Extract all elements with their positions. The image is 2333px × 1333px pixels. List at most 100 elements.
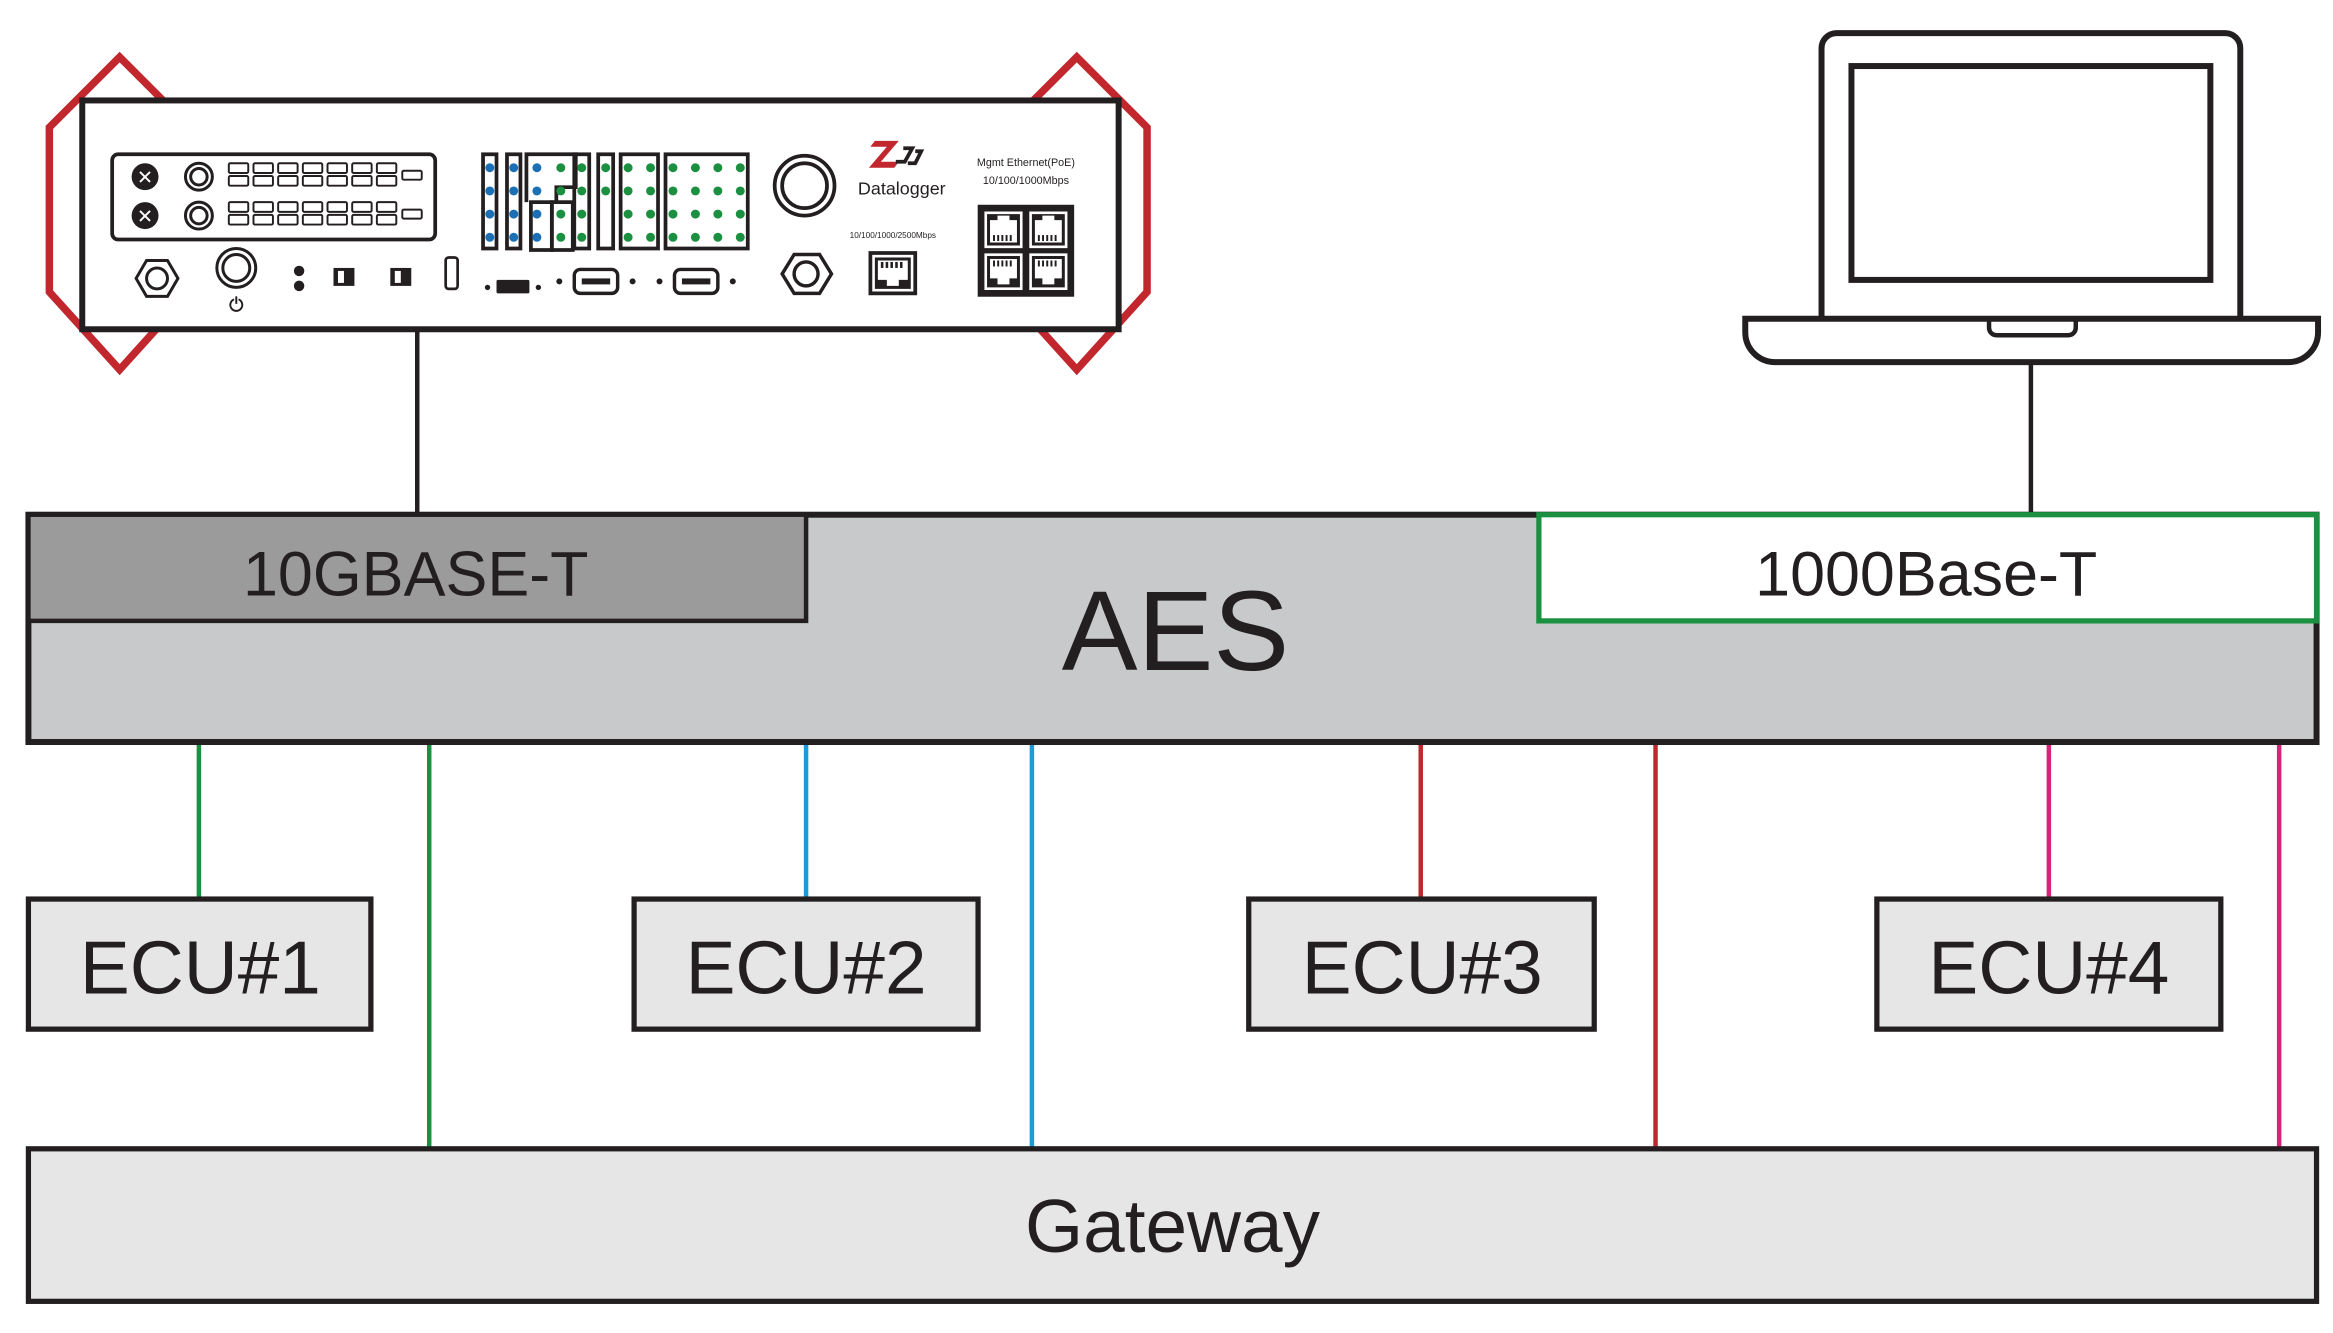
- pin-dot: [646, 163, 656, 173]
- pin-dot: [532, 232, 542, 242]
- slot-icon: [277, 162, 299, 174]
- laptop-icon: [1742, 30, 2322, 366]
- pin-dot: [485, 186, 495, 196]
- port-10gbase-t-label: 10GBASE-T: [243, 539, 589, 609]
- slot-icon: [326, 162, 348, 174]
- pin-dot: [668, 209, 678, 219]
- led-icon: [293, 265, 305, 277]
- aes-title: AES: [1062, 568, 1289, 695]
- connector-outline: [524, 152, 578, 203]
- pin-dot: [713, 232, 723, 242]
- hex-nut-icon: [780, 252, 834, 296]
- usb-a-port-icon: [556, 267, 736, 296]
- pin-dot: [735, 209, 745, 219]
- connector-outline: [596, 152, 616, 251]
- ecu-label: ECU#4: [1928, 925, 2169, 1009]
- slot-icon: [301, 162, 324, 174]
- port-10gbase-t: [26, 512, 809, 624]
- pin-dot: [735, 186, 745, 196]
- slot-icon: [326, 213, 348, 226]
- slot-icon: [351, 174, 373, 187]
- datalogger-device: ✕ ✕: [79, 97, 1122, 333]
- pin-dot: [735, 232, 745, 242]
- ecu-label: ECU#3: [1302, 925, 1543, 1009]
- pin-dot: [668, 186, 678, 196]
- slot-icon: [277, 213, 299, 226]
- datalogger-logo: [868, 140, 925, 168]
- pin-dot: [556, 163, 566, 173]
- pin-dot: [485, 209, 495, 219]
- slot-icon: [375, 162, 398, 174]
- slot-icon: [252, 213, 274, 226]
- pin-dot: [532, 209, 542, 219]
- mgmt-speed-label: 10/100/1000Mbps: [983, 175, 1069, 187]
- pin-dot: [532, 163, 542, 173]
- display-port-icon: [484, 279, 542, 294]
- rj45-port-icon: [868, 251, 918, 296]
- slot-icon: [301, 201, 324, 213]
- slot-icon: [227, 162, 250, 174]
- slot-icon: [252, 201, 274, 213]
- port-1000base-t-label: 1000Base-T: [1755, 539, 2097, 609]
- slot-icon: [375, 174, 398, 187]
- close-x-icon: ✕ ✕: [131, 163, 159, 230]
- pin-dot: [601, 163, 611, 173]
- connector-outline: [505, 152, 523, 251]
- pin-dot: [668, 232, 678, 242]
- mgmt-label: Mgmt Ethernet(PoE): [977, 157, 1075, 169]
- hex-nut-icon: [134, 258, 180, 298]
- connector-outline: [481, 152, 499, 251]
- slot-icon: [351, 213, 373, 226]
- slot-icon: [351, 162, 373, 174]
- pin-dot: [577, 186, 587, 196]
- pin-dot: [577, 209, 587, 219]
- connector-outline: [618, 152, 660, 251]
- svg-text:✕: ✕: [137, 166, 153, 189]
- aes-switch: 10GBASE-T 1000Base-T AES: [25, 511, 2320, 746]
- slot-icon: [401, 208, 423, 220]
- slot-icon: [375, 201, 398, 213]
- pin-dot: [509, 209, 519, 219]
- pin-dot: [509, 186, 519, 196]
- power-knob-icon: [215, 247, 258, 312]
- pin-dot: [713, 209, 723, 219]
- port-speed-label: 10/100/1000/2500Mbps: [850, 231, 936, 240]
- ecu-label: ECU#2: [686, 925, 927, 1009]
- pin-dot: [690, 232, 700, 242]
- slot-grid: [227, 162, 423, 226]
- pin-dot: [577, 232, 587, 242]
- svg-text:✕: ✕: [137, 205, 153, 228]
- connector-outline: [572, 152, 592, 251]
- slot-icon: [252, 174, 274, 187]
- slot-icon: [326, 201, 348, 213]
- pin-dot: [735, 163, 745, 173]
- ecu-1: ECU#1: [25, 896, 374, 1032]
- port-1000base-t: [1536, 512, 2320, 624]
- gateway: Gateway: [25, 1146, 2320, 1304]
- pin-dot: [646, 232, 656, 242]
- brand-label: Datalogger: [858, 179, 946, 199]
- pin-dot: [556, 186, 566, 196]
- slot-icon: [277, 174, 299, 187]
- ecu-3: ECU#3: [1246, 896, 1597, 1032]
- usb-c-port-icon: [444, 256, 459, 291]
- ecu-links: [196, 742, 2282, 1149]
- pin-dot: [556, 209, 566, 219]
- slot-icon: [301, 213, 324, 226]
- pin-dot: [623, 209, 633, 219]
- ecu-label: ECU#1: [80, 925, 321, 1009]
- pin-dot: [690, 209, 700, 219]
- pin-dot: [532, 186, 542, 196]
- rj45-quad-port-icon: [977, 204, 1075, 297]
- slot-icon: [252, 162, 274, 174]
- pin-dot: [509, 163, 519, 173]
- slot-icon: [351, 201, 373, 213]
- pin-dot: [577, 163, 587, 173]
- pin-dot: [623, 186, 633, 196]
- pin-dot: [668, 163, 678, 173]
- slot-icon: [227, 174, 250, 187]
- pin-dot: [690, 186, 700, 196]
- pin-dot: [646, 209, 656, 219]
- connector-block: [481, 152, 750, 252]
